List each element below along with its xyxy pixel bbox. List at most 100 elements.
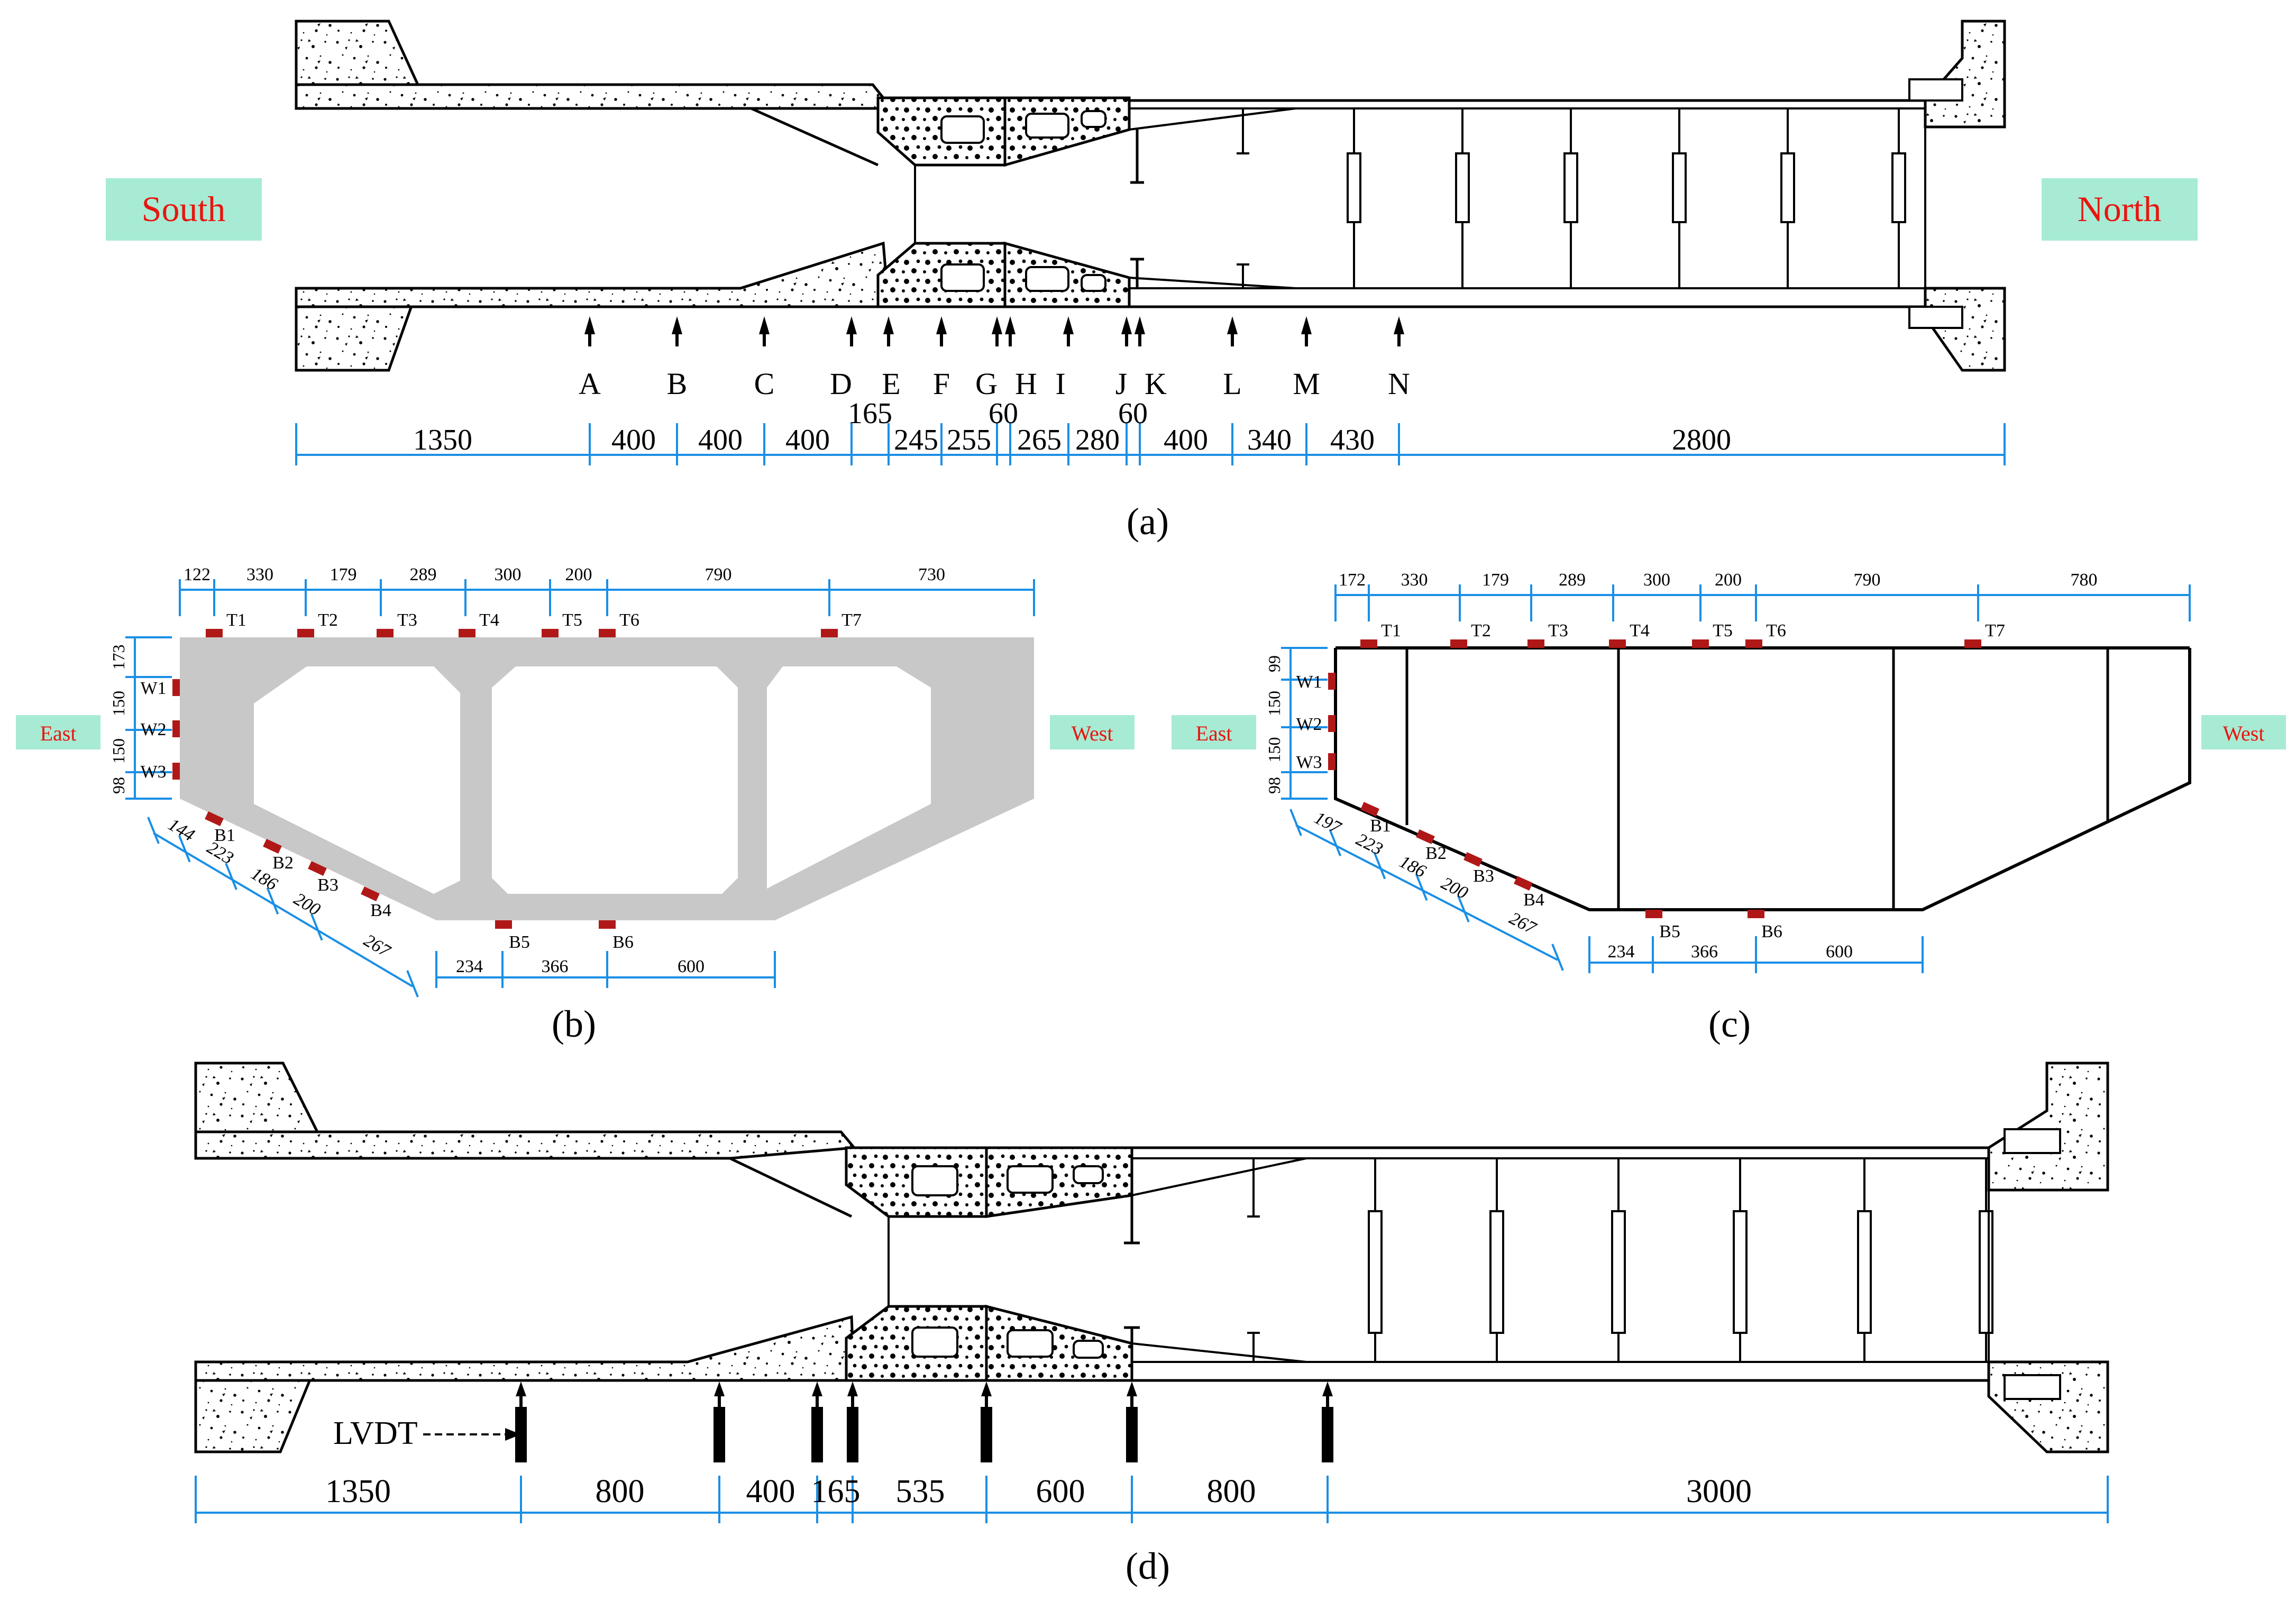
- dimension-value: 2800: [1672, 424, 1731, 456]
- gauge-label: T3: [1548, 621, 1568, 641]
- gauge-label: T1: [226, 610, 246, 630]
- svg-text:West: West: [1072, 721, 1113, 745]
- section-letter: H: [1015, 367, 1037, 401]
- top-dimension: 289: [410, 565, 437, 584]
- caption-c: (c): [1708, 1003, 1751, 1045]
- section-letter: E: [882, 367, 900, 401]
- lvdt-sensor-body: [1322, 1407, 1333, 1462]
- dimension-value: 165: [811, 1474, 861, 1509]
- dimension-tick: [266, 887, 279, 915]
- strain-gauge: [599, 629, 616, 637]
- dimension-tick: [1457, 895, 1470, 922]
- gauge-label: T4: [1630, 621, 1650, 641]
- dimension-tick: [310, 913, 323, 941]
- top-dimension: 179: [330, 565, 357, 584]
- gauge-label: B6: [612, 932, 634, 952]
- gauge-label: T5: [562, 610, 582, 630]
- slope-dimension: 267: [1506, 909, 1540, 939]
- gauge-label: T7: [841, 610, 862, 630]
- section-arrow-head: [672, 316, 682, 334]
- strain-gauge: [297, 629, 314, 637]
- dimension-value: 245: [894, 424, 938, 456]
- strain-gauge: [821, 629, 838, 637]
- lvdt-sensor-body: [714, 1407, 725, 1462]
- section-arrow-head: [1005, 316, 1016, 334]
- dimension-value: 400: [698, 424, 743, 456]
- section-letter: D: [830, 367, 852, 401]
- dimension-tick: [1289, 809, 1302, 836]
- top-dimension: 730: [918, 565, 945, 584]
- strain-gauge: [599, 920, 616, 929]
- section-letter: C: [754, 367, 775, 401]
- gauge-label: W1: [140, 679, 166, 698]
- strain-gauge: [1328, 753, 1335, 770]
- strain-gauge: [459, 629, 475, 637]
- lvdt-sensor-body: [847, 1407, 858, 1462]
- steel-diaphragms-a: [1347, 108, 1906, 288]
- strain-gauge: [1360, 802, 1379, 817]
- gauge-label: B3: [317, 875, 339, 895]
- dimension-value: 1350: [325, 1474, 391, 1509]
- slope-dimension: 186: [1396, 852, 1429, 882]
- lvdt-sensor-body: [811, 1407, 823, 1462]
- cell-right: [767, 666, 931, 889]
- top-dimension: 200: [565, 565, 592, 584]
- lvdt-sensor-head: [1127, 1382, 1137, 1396]
- dimension-value: 340: [1247, 424, 1292, 456]
- dimension-value: 400: [1164, 424, 1208, 456]
- web-dimension: 98: [1265, 777, 1284, 794]
- lvdt-sensor-head: [847, 1382, 858, 1396]
- bottom-dimension: 366: [1691, 942, 1718, 962]
- strain-gauge: [1360, 639, 1377, 648]
- strain-gauge: [377, 629, 394, 637]
- strain-gauge: [1416, 829, 1435, 844]
- top-dimension: 330: [246, 565, 273, 584]
- strain-gauge: [308, 861, 327, 876]
- concrete-top-flange: [295, 83, 891, 110]
- gauge-label: T5: [1713, 621, 1733, 641]
- dimension-value: 535: [896, 1474, 945, 1509]
- gauge-label: W3: [140, 762, 166, 782]
- gauge-label: B4: [1523, 890, 1544, 910]
- top-dimension: 790: [1854, 570, 1881, 590]
- dimension-tick: [1373, 852, 1386, 880]
- strain-gauge: [263, 838, 282, 854]
- west-label-b: West: [1050, 715, 1135, 749]
- top-dimension: 179: [1482, 570, 1509, 590]
- gauge-label: B4: [370, 901, 391, 920]
- lvdt-sensor-head: [812, 1382, 822, 1396]
- strain-gauge: [172, 763, 180, 780]
- gauge-label: T3: [397, 610, 417, 630]
- web-dimension: 98: [109, 777, 128, 794]
- south-label: South: [106, 178, 262, 241]
- top-dimension: 330: [1401, 570, 1428, 590]
- gauge-label: W3: [1296, 753, 1322, 772]
- dimension-value: 600: [1036, 1474, 1085, 1509]
- strain-gauge: [205, 811, 224, 827]
- strain-gauge: [1514, 876, 1533, 891]
- strain-gauge: [361, 886, 380, 902]
- section-letter: B: [667, 367, 688, 401]
- strain-gauge: [172, 720, 180, 737]
- caption-a: (a): [1127, 500, 1169, 543]
- section-arrow-head: [759, 316, 770, 334]
- gauge-label: T1: [1381, 621, 1401, 641]
- strain-gauge: [1748, 910, 1764, 918]
- section-letter: I: [1055, 367, 1065, 401]
- gauge-label: T7: [1985, 621, 2005, 641]
- dimension-tick: [147, 817, 160, 844]
- section-letter: J: [1115, 367, 1128, 401]
- cell-middle: [492, 666, 738, 894]
- section-arrow-head: [584, 316, 595, 334]
- section-arrow-head: [1063, 316, 1074, 334]
- top-dimension: 300: [1643, 570, 1670, 590]
- gauge-label: W1: [1296, 672, 1322, 692]
- strain-gauge: [1609, 639, 1626, 648]
- svg-text:West: West: [2223, 721, 2265, 745]
